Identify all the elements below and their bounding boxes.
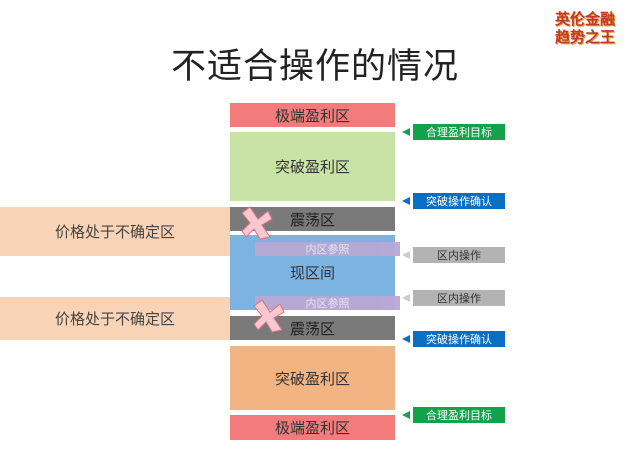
cross-mark-icon [241,206,273,240]
uncertain-band-upper: 价格处于不确定区 [0,207,230,256]
inner-reference-lower: 内区参照 [255,296,400,310]
arrow-left-icon [402,251,410,259]
zone-extreme-top: 极端盈利区 [230,103,395,127]
tag-confirm-top: 突破操作确认 [413,193,505,209]
zone-extreme-bottom: 极端盈利区 [230,415,395,440]
tag-confirm-bottom: 突破操作确认 [413,331,505,347]
logo: 英伦金融趋势之王 [548,10,622,46]
slide-title: 不适合操作的情况 [170,47,459,87]
logo-line1: 英伦金融 [554,10,615,28]
uncertain-band-lower: 价格处于不确定区 [0,297,230,340]
tag-inner-top: 区内操作 [413,247,505,263]
arrow-left-icon [402,294,410,302]
arrow-left-icon [402,335,410,343]
tag-target-top: 合理盈利目标 [413,124,505,140]
cross-mark-icon [253,299,285,333]
logo-line2: 趋势之王 [554,28,615,46]
arrow-left-icon [402,197,410,205]
arrow-left-icon [402,128,410,136]
arrow-left-icon [402,411,410,419]
tag-inner-bottom: 区内操作 [413,290,505,306]
inner-reference-upper: 内区参照 [255,242,400,256]
zone-breakout-bottom: 突破盈利区 [230,346,395,410]
tag-target-bottom: 合理盈利目标 [413,407,505,423]
zone-breakout-top: 突破盈利区 [230,132,395,201]
